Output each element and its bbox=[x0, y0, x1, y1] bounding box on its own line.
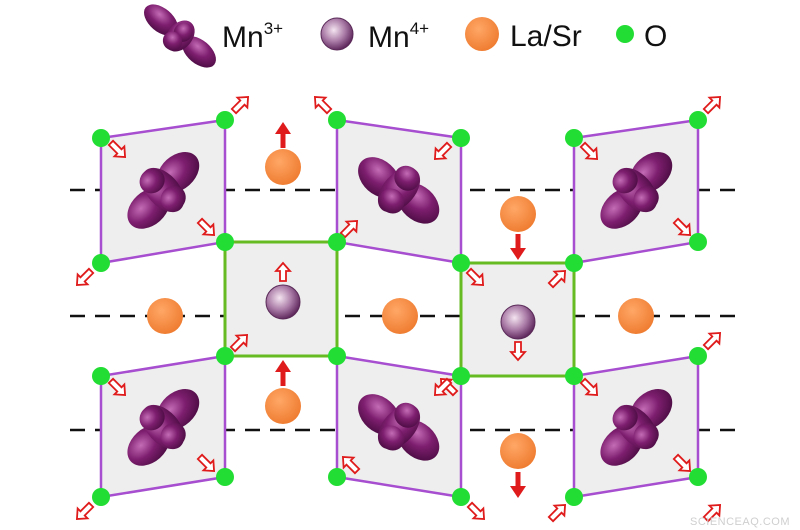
la-sr-ion bbox=[382, 298, 418, 334]
hollow-displacement-arrows bbox=[75, 95, 722, 523]
oxygen-ion bbox=[452, 129, 470, 147]
mn3-orbital bbox=[600, 388, 673, 466]
hollow-arrow-icon bbox=[75, 267, 95, 287]
hollow-arrow-icon bbox=[196, 217, 216, 237]
oxygen-ion bbox=[216, 347, 234, 365]
arrow-up-icon bbox=[275, 122, 291, 148]
oxygen-ion bbox=[216, 468, 234, 486]
oxygen-ion bbox=[689, 347, 707, 365]
oxygen-ion bbox=[92, 488, 110, 506]
hollow-arrow-icon bbox=[547, 503, 567, 523]
hollow-arrow-icon bbox=[75, 501, 95, 521]
legend-mn4-label: Mn4+ bbox=[368, 19, 429, 54]
hollow-arrow-icon bbox=[579, 377, 599, 397]
hollow-arrow-icon bbox=[702, 95, 722, 115]
oxygen-ion bbox=[452, 254, 470, 272]
hollow-arrow-icon bbox=[702, 503, 722, 523]
legend-mn3-label: Mn3+ bbox=[222, 19, 283, 54]
mn3-orbital bbox=[127, 388, 200, 466]
hollow-arrow-icon bbox=[433, 377, 453, 397]
mn3-orbital-icon bbox=[144, 4, 216, 68]
watermark: SCIENCEAQ.COM bbox=[690, 516, 790, 528]
mn3-orbital bbox=[127, 151, 200, 229]
oxygen-ion bbox=[689, 468, 707, 486]
hollow-arrow-icon bbox=[107, 139, 127, 159]
la-sr-ion-icon bbox=[465, 17, 499, 51]
hollow-arrow-icon bbox=[702, 331, 722, 351]
arrow-up-icon bbox=[275, 360, 291, 386]
oxygen-ion bbox=[565, 367, 583, 385]
hollow-arrow-icon bbox=[466, 501, 486, 521]
oxygen-ion bbox=[452, 488, 470, 506]
oxygen-ions bbox=[92, 111, 707, 506]
la-sr-ion bbox=[500, 196, 536, 232]
la-sr-ion bbox=[500, 433, 536, 469]
la-sr-ion bbox=[265, 149, 301, 185]
hollow-arrow-icon bbox=[230, 95, 250, 115]
hollow-arrow-icon bbox=[341, 455, 361, 475]
hollow-arrow-icon bbox=[579, 141, 599, 161]
oxygen-ion bbox=[328, 347, 346, 365]
mn4-ions bbox=[265, 284, 536, 340]
legend-la-sr-label: La/Sr bbox=[510, 20, 582, 53]
la-sr-ion bbox=[147, 298, 183, 334]
la-sr-displacement-arrows bbox=[275, 122, 526, 498]
oxygen-ion bbox=[565, 488, 583, 506]
oxygen-ion bbox=[689, 233, 707, 251]
oxygen-ion bbox=[92, 367, 110, 385]
hollow-arrow-down-icon bbox=[509, 341, 527, 362]
oxygen-ion bbox=[328, 468, 346, 486]
mn3-orbital bbox=[600, 151, 673, 229]
mn4-ion bbox=[500, 304, 536, 340]
hollow-arrow-icon bbox=[433, 141, 453, 161]
hollow-arrow-icon bbox=[229, 333, 249, 353]
hollow-arrow-up-icon bbox=[274, 261, 292, 282]
legend: Mn3+ Mn4+ La/Sr O bbox=[144, 4, 667, 68]
oxygen-ion bbox=[216, 233, 234, 251]
oxygen-ion bbox=[452, 367, 470, 385]
oxygen-ion bbox=[92, 254, 110, 272]
oxygen-ion bbox=[216, 111, 234, 129]
mn3-orbital bbox=[358, 394, 440, 461]
la-sr-ion bbox=[265, 388, 301, 424]
arrow-down-icon bbox=[510, 234, 526, 260]
arrow-down-icon bbox=[510, 472, 526, 498]
hollow-arrow-icon bbox=[339, 219, 359, 239]
la-sr-ions bbox=[147, 149, 654, 469]
mn3-orbitals bbox=[127, 151, 673, 466]
oxygen-ion bbox=[92, 129, 110, 147]
hollow-arrow-icon bbox=[672, 453, 692, 473]
mn4-ion bbox=[265, 284, 301, 320]
legend-oxygen-label: O bbox=[644, 20, 667, 53]
oxygen-ion bbox=[689, 111, 707, 129]
hollow-arrow-icon bbox=[107, 377, 127, 397]
hollow-arrow-icon bbox=[465, 267, 485, 287]
oxygen-ion bbox=[565, 254, 583, 272]
oxygen-ion-icon bbox=[616, 25, 634, 43]
mn4-ion-icon bbox=[320, 17, 354, 51]
hollow-arrow-icon bbox=[547, 269, 567, 289]
la-sr-ion bbox=[618, 298, 654, 334]
hollow-arrow-icon bbox=[672, 217, 692, 237]
oxygen-ion bbox=[328, 233, 346, 251]
oxygen-ion bbox=[328, 111, 346, 129]
hollow-arrow-icon bbox=[196, 453, 216, 473]
hollow-arrow-icon bbox=[313, 95, 333, 115]
oxygen-ion bbox=[565, 129, 583, 147]
mn3-orbital bbox=[358, 157, 440, 224]
